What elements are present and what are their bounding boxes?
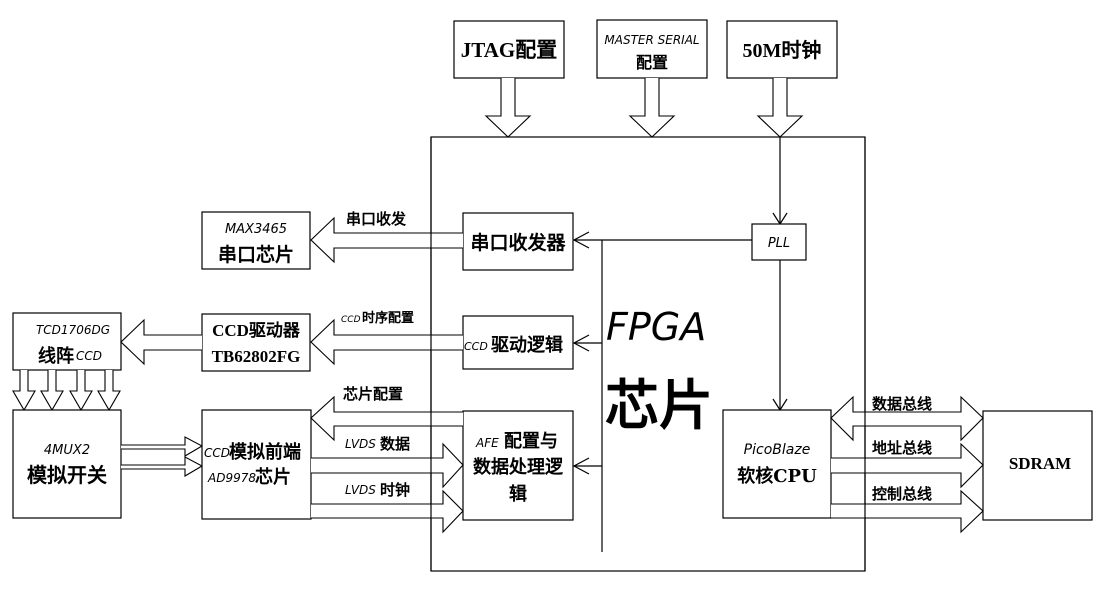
- master-serial-config-label: 配置: [636, 53, 668, 72]
- max3465-part-label: MAX3465: [225, 222, 287, 237]
- afe-logic-line3: 辑: [509, 483, 527, 505]
- ccd-driver-to-sensor-arrow: [120, 318, 202, 366]
- ccd-driver-block: CCD驱动器 TB62802FG: [201, 313, 311, 372]
- ccd-driver-logic-block: CCD 驱动逻辑: [462, 315, 574, 370]
- afe-function-label: 模拟前端: [229, 441, 301, 463]
- analog-front-end-block: CCD 模拟前端 AD9978 芯片: [201, 409, 312, 520]
- afe-logic-line1: 配置与: [504, 431, 558, 452]
- chip-config-arrow: [310, 395, 463, 442]
- picoblaze-cpu-block: PicoBlaze 软核CPU: [722, 409, 832, 519]
- max3465-function-label: 串口芯片: [218, 243, 294, 266]
- ccd-driver-logic-label: 驱动逻辑: [491, 334, 563, 356]
- sdram-label: SDRAM: [1009, 454, 1071, 473]
- address-bus-arrow: [831, 442, 984, 489]
- data-bus-label: 数据总线: [872, 395, 932, 413]
- jtag-arrow: [484, 78, 532, 138]
- cpu-type-label: 软核CPU: [737, 465, 817, 487]
- jtag-config-block: JTAG配置: [453, 20, 565, 79]
- jtag-config-label: JTAG配置: [461, 38, 557, 62]
- cpu-name-label: PicoBlaze: [744, 442, 811, 458]
- uart-clock-arrowhead: [572, 231, 590, 249]
- ccd-logic-clock-arrowhead: [572, 334, 590, 352]
- ccd-sensor-type-label: 线阵: [38, 345, 74, 367]
- lvds-clock-label: 时钟: [380, 481, 410, 499]
- ccd-timing-arrow: [310, 318, 463, 366]
- ccd-timing-label: 时序配置: [362, 310, 414, 326]
- control-bus-label: 控制总线: [872, 485, 932, 503]
- afe-logic-clock-arrowhead: [572, 457, 590, 475]
- master-serial-arrow: [628, 78, 676, 138]
- ccd-driver-part-label: TB62802FG: [212, 347, 301, 366]
- lvds-data-arrow: [311, 442, 464, 489]
- uart-transceiver-label: 串口收发器: [470, 231, 566, 254]
- afe-ccd-prefix: CCD: [204, 446, 230, 460]
- uart-transceiver-block: 串口收发器: [462, 212, 574, 271]
- ccd-sensor-block: TCD1706DG 线阵 CCD: [12, 312, 122, 371]
- afe-logic-line2: 数据处理逻: [473, 456, 564, 478]
- pll-block: PLL: [751, 223, 807, 261]
- afe-part-label: AD9978: [207, 471, 256, 485]
- lvds-clock-prefix: LVDS: [345, 483, 376, 497]
- data-bus-arrow: [830, 395, 984, 442]
- afe-logic-prefix: AFE: [475, 436, 499, 450]
- pll-label: PLL: [768, 236, 790, 251]
- ccd-driver-label: CCD驱动器: [212, 321, 301, 340]
- fpga-chip-title: 芯片: [605, 373, 713, 437]
- analog-mux-block: 4MUX2 模拟开关: [12, 409, 122, 519]
- control-bus-arrow: [831, 489, 984, 534]
- mux-function-label: 模拟开关: [27, 463, 107, 487]
- lvds-data-prefix: LVDS: [345, 437, 376, 451]
- fpga-title: FPGA: [606, 305, 706, 349]
- ccd-logic-prefix: CCD: [464, 340, 488, 353]
- clock-50m-block: 50M时钟: [726, 20, 838, 79]
- clock-50m-label: 50M时钟: [743, 38, 822, 62]
- afe-chip-label: 芯片: [255, 466, 291, 488]
- lvds-data-label: 数据: [380, 435, 410, 453]
- master-serial-config-block: MASTER SERIAL 配置: [596, 19, 708, 79]
- afe-config-data-logic-block: AFE 配置与 数据处理逻 辑: [462, 410, 574, 521]
- uart-signal-arrow: [310, 216, 463, 264]
- uart-signal-label: 串口收发: [346, 210, 407, 228]
- chip-config-label: 芯片配置: [343, 385, 403, 403]
- mux-part-label: 4MUX2: [44, 443, 90, 458]
- address-bus-label: 地址总线: [872, 439, 932, 457]
- max3465-block: MAX3465 串口芯片: [201, 211, 311, 270]
- ccd-timing-prefix: CCD: [341, 315, 361, 325]
- master-serial-label: MASTER SERIAL: [604, 33, 699, 47]
- ccd-sensor-part-label: TCD1706DG: [36, 323, 110, 337]
- ccd-sensor-ccd-label: CCD: [76, 349, 102, 363]
- sdram-block: SDRAM: [982, 410, 1093, 521]
- lvds-clock-arrow: [311, 489, 464, 534]
